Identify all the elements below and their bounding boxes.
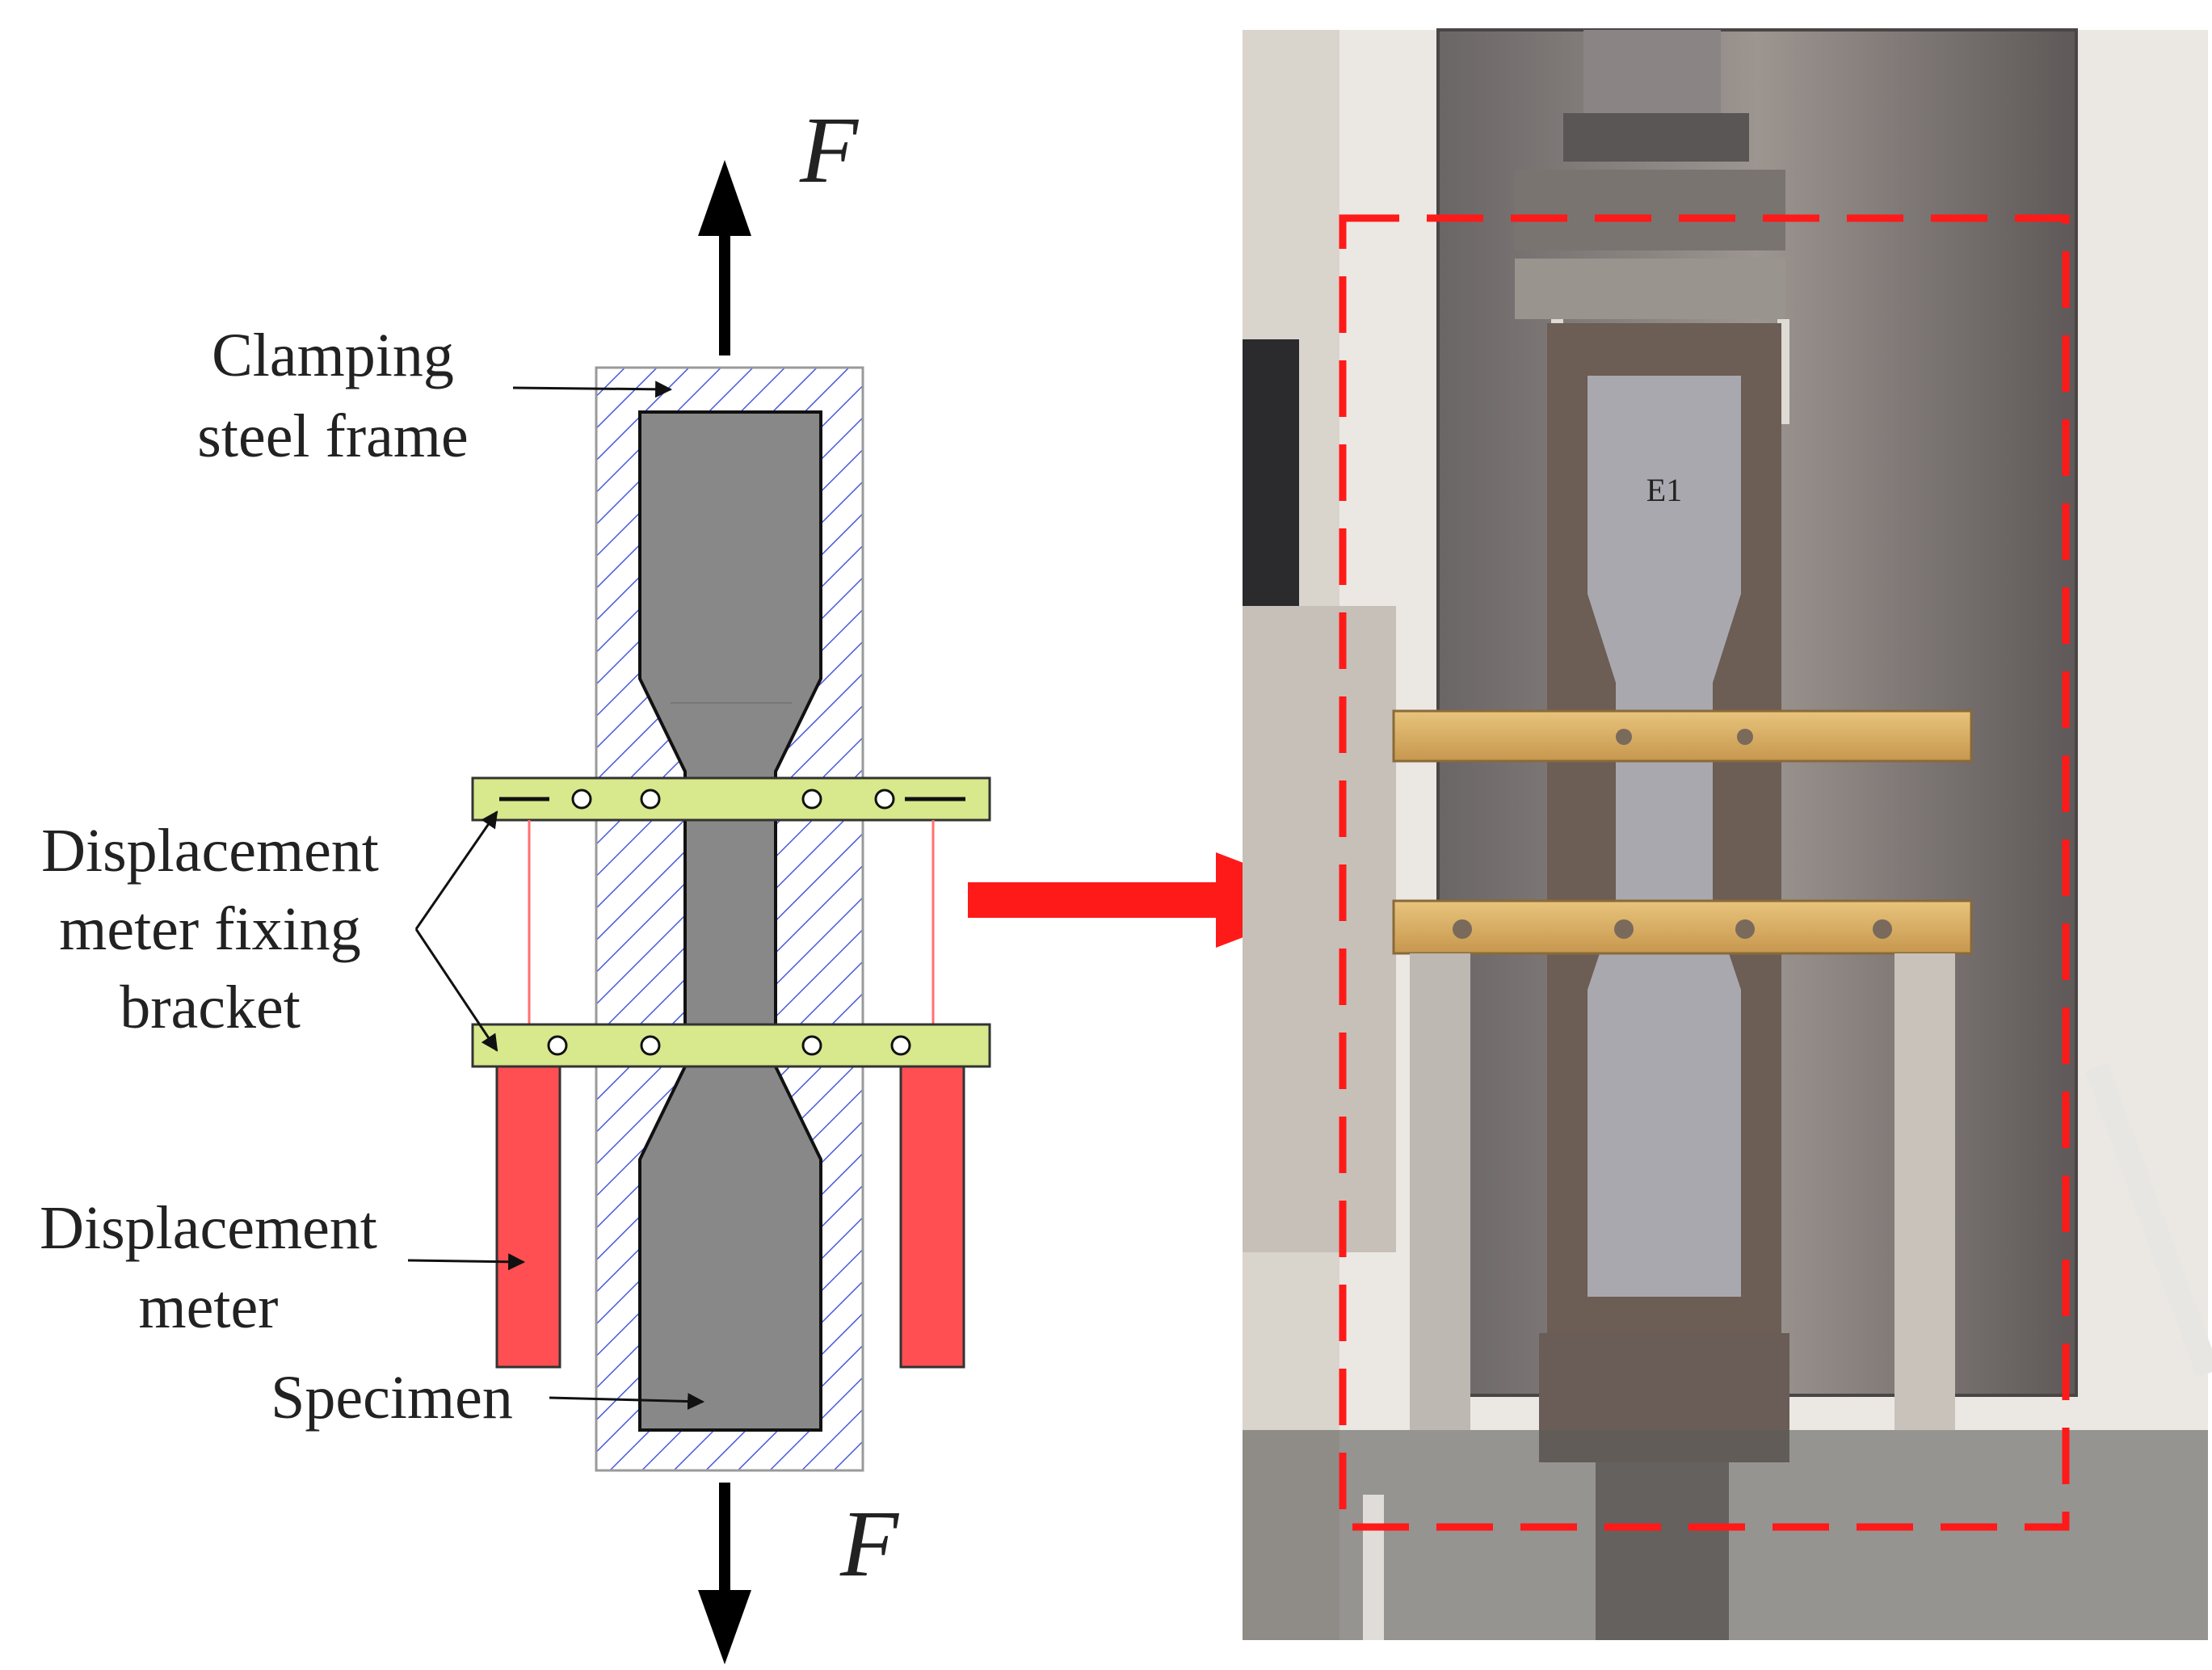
displacement-meter-right (899, 1065, 965, 1369)
force-label-top: F (799, 97, 860, 203)
leader-bracket-lower (414, 928, 498, 1052)
label-bracket-line1: Displacement (41, 817, 379, 885)
leader-clamping (512, 381, 673, 398)
leader-bracket-upper (414, 810, 498, 930)
force-label-bottom: F (839, 1491, 900, 1596)
fixing-bracket-lower (471, 1023, 991, 1068)
leader-specimen (549, 1393, 705, 1410)
leader-meter (407, 1253, 526, 1271)
specimen-body (638, 410, 822, 1432)
label-bracket-line2: meter fixing (59, 895, 361, 963)
force-arrow-top (698, 160, 751, 355)
test-setup-photo: E1 (1243, 28, 2212, 1640)
photo-specimen-mark: E1 (1646, 472, 1682, 508)
fixing-bracket-upper (471, 776, 991, 822)
photo-highlight-box (1339, 214, 2070, 1531)
label-specimen: Specimen (271, 1364, 513, 1432)
label-meter-line2: meter (138, 1273, 278, 1341)
force-arrow-bottom (698, 1483, 751, 1664)
label-bracket-line3: bracket (120, 974, 301, 1041)
label-clamping-line1: Clamping (212, 322, 454, 389)
displacement-meter-left (495, 1065, 561, 1369)
label-meter-line1: Displacement (40, 1194, 377, 1262)
label-clamping-line2: steel frame (197, 402, 468, 470)
